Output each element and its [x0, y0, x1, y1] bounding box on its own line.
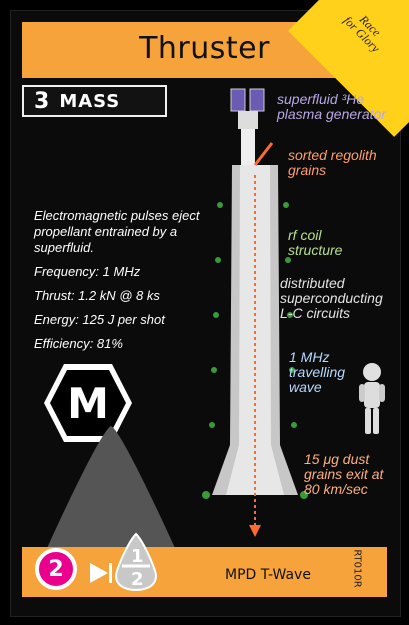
label-rf-line1: rf coil: [288, 227, 322, 243]
label-plasma-line1: superfluid ³He: [277, 91, 365, 107]
label-dist-line1: distributed: [280, 275, 345, 291]
card-title: Thruster: [139, 31, 270, 66]
label-rf-line2: structure: [288, 242, 343, 258]
description: Electromagnetic pulses eject propellant …: [34, 208, 200, 255]
mass-box: 3 MASS: [22, 85, 167, 117]
fraction-top: 1: [131, 546, 144, 567]
label-wave-line1: 1 MHz: [289, 349, 330, 365]
astronaut-icon: [359, 363, 385, 434]
spec-thrust: Thrust: 1.2 kN @ 8 ks: [34, 288, 160, 303]
badge-two: 2: [35, 548, 77, 590]
bottom-bar: [22, 547, 387, 597]
label-wave-line2: travelling: [289, 364, 346, 380]
label-regolith: sorted regolith grains: [288, 148, 377, 178]
label-dust-line2: grains exit at: [304, 466, 384, 482]
fraction-bottom: 2: [131, 569, 144, 590]
hexagon-m-letter: M: [67, 379, 109, 428]
label-dust-line1: 15 μg dust: [304, 451, 370, 467]
half-badge: [114, 532, 158, 592]
mass-number: 3: [34, 88, 50, 114]
label-dist-line2: superconducting: [280, 290, 383, 306]
spec-energy: Energy: 125 J per shot: [34, 312, 165, 327]
play-arrow-icon: [90, 563, 112, 583]
label-wave-line3: wave: [289, 379, 322, 395]
label-plasma-line2: plasma generator: [277, 106, 386, 122]
label-rf-coil: rf coil structure: [288, 228, 342, 258]
spec-efficiency: Efficiency: 81%: [34, 336, 123, 351]
cost-triangle: [32, 426, 190, 582]
label-plasma: superfluid ³He plasma generator: [277, 92, 386, 122]
label-regolith-line1: sorted regolith: [288, 147, 377, 163]
label-distributed: distributed superconducting L-C circuits: [280, 276, 383, 321]
label-dist-line3: L-C circuits: [280, 305, 351, 321]
mass-label: MASS: [59, 90, 121, 112]
spec-frequency: Frequency: 1 MHz: [34, 264, 141, 279]
label-regolith-line2: grains: [288, 162, 327, 178]
thruster-diagram: [202, 88, 308, 537]
label-dust-line3: 80 km/sec: [304, 481, 368, 497]
hexagon-m-icon: M: [44, 364, 132, 442]
bottom-title: MPD T-Wave: [225, 567, 311, 583]
label-wave: 1 MHz travelling wave: [289, 350, 345, 395]
card-code: RT010R: [351, 549, 363, 588]
label-dust: 15 μg dust grains exit at 80 km/sec: [304, 452, 383, 497]
